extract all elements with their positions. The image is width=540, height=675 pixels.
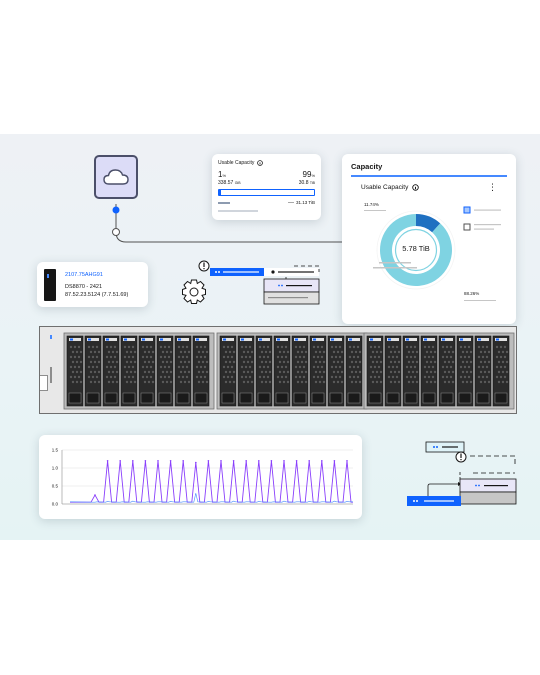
series-peak-point bbox=[195, 461, 197, 464]
drive-bay[interactable] bbox=[456, 335, 474, 407]
drive-bay[interactable] bbox=[492, 335, 510, 407]
series-peak-point bbox=[258, 460, 260, 462]
capacity-donut-chart bbox=[373, 206, 501, 290]
drive-bays bbox=[50, 332, 515, 410]
drive-bay[interactable] bbox=[174, 335, 192, 407]
drive-bay[interactable] bbox=[345, 335, 363, 407]
series-peak-point bbox=[169, 460, 172, 462]
donut-percent-top: 11.74% bbox=[364, 202, 379, 207]
series-peak-point bbox=[295, 460, 298, 462]
series-peak-point bbox=[106, 460, 109, 462]
y-tick-label: 1.0 bbox=[52, 466, 59, 471]
series-peak-point bbox=[333, 460, 336, 462]
y-tick-label: 0.0 bbox=[52, 502, 59, 507]
drive-bay[interactable] bbox=[255, 335, 273, 407]
legend-used-swatch bbox=[463, 206, 471, 214]
capacity-progress-fill bbox=[219, 190, 221, 195]
total-capacity-value: 31.13 TiB bbox=[295, 200, 315, 205]
usable-capacity-subtitle: Usable Capacity bbox=[361, 183, 409, 191]
usable-capacity-card[interactable]: Usable Capacity 1% 99% 338.57 GiB 30.8 T… bbox=[212, 154, 321, 220]
usable-capacity-title: Usable Capacity bbox=[218, 160, 255, 166]
free-value: 30.8 bbox=[298, 180, 309, 186]
drive-bay[interactable] bbox=[219, 335, 237, 407]
drive-bay[interactable] bbox=[327, 335, 345, 407]
drive-bay[interactable] bbox=[120, 335, 138, 407]
system-model: DS8870 - 2421 bbox=[65, 283, 102, 290]
series-peak-point bbox=[144, 460, 147, 462]
overflow-menu-icon[interactable]: ⋮ bbox=[488, 182, 497, 192]
series-peak-point bbox=[346, 460, 348, 462]
donut-center-label: 5.78 TiB bbox=[402, 244, 430, 253]
drive-bay[interactable] bbox=[438, 335, 456, 407]
drive-bay[interactable] bbox=[156, 335, 174, 407]
series-peak-point bbox=[119, 460, 121, 462]
drive-bay[interactable] bbox=[273, 335, 291, 407]
series-peak-point bbox=[245, 460, 247, 462]
donut-slice-used bbox=[416, 214, 441, 233]
series-peak-point bbox=[321, 460, 323, 462]
cloud-icon bbox=[103, 169, 129, 185]
drive-bay[interactable] bbox=[309, 335, 327, 407]
y-tick-label: 0.5 bbox=[52, 484, 59, 489]
drive-bay[interactable] bbox=[102, 335, 120, 407]
performance-line-chart: 1.5 1.0 0.5 0.0 bbox=[52, 448, 353, 507]
drive-bay[interactable] bbox=[366, 335, 384, 407]
series-peak-point bbox=[308, 460, 311, 462]
drive-bay[interactable] bbox=[192, 335, 210, 407]
drive-bay[interactable] bbox=[138, 335, 156, 407]
cloud-tile[interactable] bbox=[94, 155, 138, 199]
config-illustration bbox=[182, 260, 320, 305]
legend-free-swatch bbox=[463, 223, 471, 231]
gear-icon bbox=[182, 279, 206, 304]
series-peak-point bbox=[207, 460, 210, 462]
drive-bay[interactable] bbox=[237, 335, 255, 407]
performance-chart-card[interactable]: 1.5 1.0 0.5 0.0 bbox=[39, 435, 362, 519]
donut-percent-bottom: 88.26% bbox=[464, 291, 480, 296]
series-peak-point bbox=[270, 460, 273, 462]
capacity-card[interactable]: Capacity Usable Capacity ⋮ 5.78 TiB 11.7… bbox=[342, 154, 516, 324]
chassis-handle bbox=[40, 375, 48, 391]
drive-bay[interactable] bbox=[84, 335, 102, 407]
storage-unit-icon bbox=[44, 268, 56, 301]
drive-bay[interactable] bbox=[291, 335, 309, 407]
free-percent-unit: % bbox=[311, 173, 315, 178]
series-peak-point bbox=[132, 460, 134, 462]
series-peak-point bbox=[232, 460, 235, 462]
drive-bay[interactable] bbox=[420, 335, 438, 407]
connector-node-icon bbox=[112, 206, 120, 214]
series-line-baseline bbox=[69, 493, 353, 503]
used-percent-unit: % bbox=[222, 173, 227, 178]
drive-bay[interactable] bbox=[474, 335, 492, 407]
series-line-peaks bbox=[70, 460, 353, 503]
replication-illustration bbox=[407, 441, 517, 506]
info-icon[interactable] bbox=[412, 183, 420, 191]
hero-illustration: Usable Capacity 1% 99% 338.57 GiB 30.8 T… bbox=[0, 134, 540, 540]
connector-lines bbox=[112, 204, 343, 243]
drive-bay[interactable] bbox=[384, 335, 402, 407]
used-unit: GiB bbox=[234, 181, 241, 185]
system-address: 87.52.23.5124 (7.7.51.69) bbox=[65, 291, 129, 298]
info-icon[interactable] bbox=[257, 160, 264, 166]
y-tick-label: 1.5 bbox=[52, 448, 59, 453]
system-info-card[interactable]: 2107.75AHG91 DS8870 - 2421 87.52.23.5124… bbox=[37, 262, 148, 307]
used-value: 338.57 bbox=[218, 180, 234, 186]
series-peak-point bbox=[220, 460, 222, 462]
capacity-title: Capacity bbox=[351, 162, 383, 171]
series-peak-point bbox=[94, 494, 96, 496]
series-peak-point bbox=[283, 460, 285, 462]
free-unit: TiB bbox=[309, 181, 315, 185]
storage-server-chassis bbox=[39, 326, 517, 414]
capacity-progress-bar bbox=[218, 189, 315, 196]
system-serial-link[interactable]: 2107.75AHG91 bbox=[65, 271, 103, 278]
used-percent: 1 bbox=[218, 170, 223, 179]
drive-bay[interactable] bbox=[402, 335, 420, 407]
drive-bay[interactable] bbox=[66, 335, 84, 407]
free-percent: 99 bbox=[302, 170, 312, 179]
series-peak-point bbox=[182, 460, 184, 462]
series-peak-point bbox=[157, 460, 159, 462]
